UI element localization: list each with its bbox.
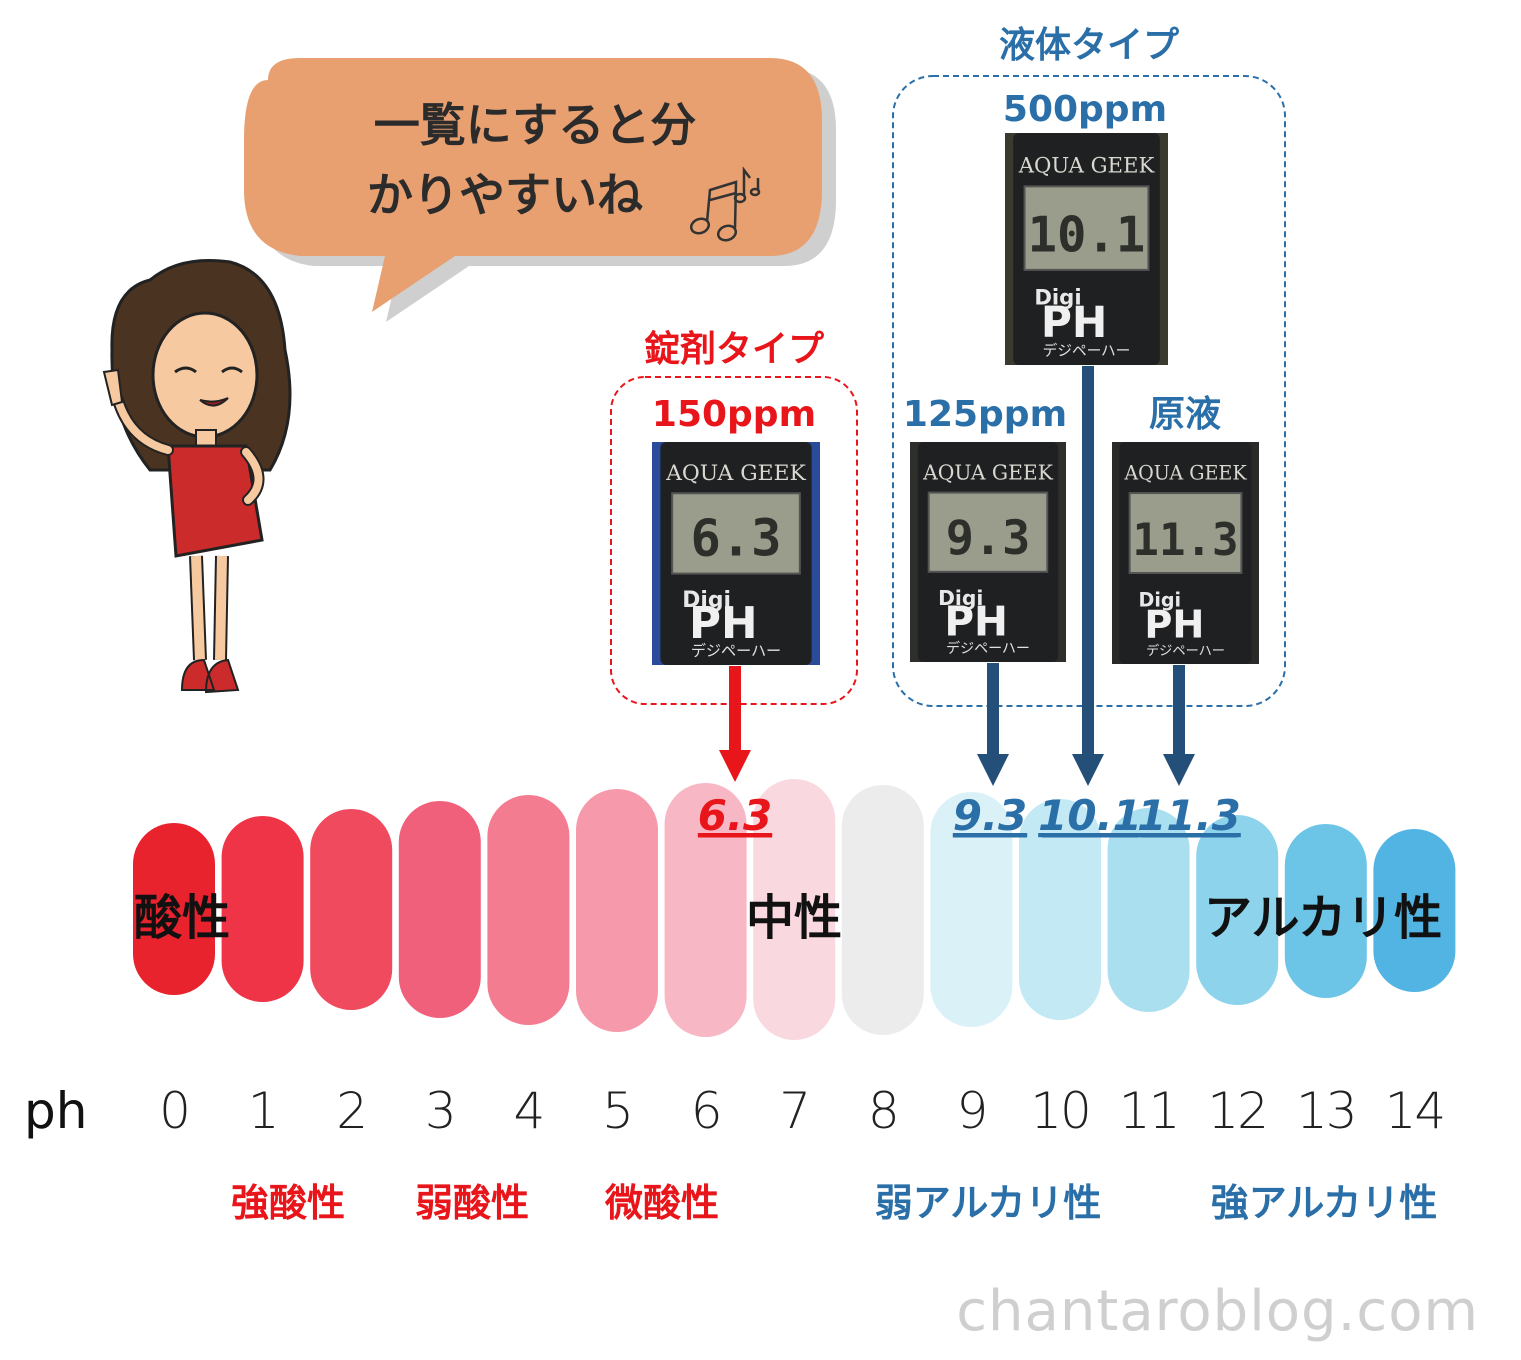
watermark-text: chantaroblog.com	[956, 1279, 1479, 1344]
arrow-10.1	[1072, 366, 1104, 786]
ph-pill-0	[133, 823, 215, 995]
ph-tick-3: 3	[424, 1082, 457, 1140]
ph-pill-4	[487, 795, 570, 1025]
ph-pill-11	[1107, 808, 1190, 1012]
svg-text:11.3: 11.3	[1132, 515, 1238, 566]
svg-text:PH: PH	[1041, 298, 1108, 347]
speech-bubble-line-1: 一覧にすると分	[373, 98, 697, 152]
ph-pill-9	[930, 792, 1013, 1027]
ph-tick-11: 11	[1118, 1082, 1181, 1140]
ph-tick-1: 1	[247, 1082, 280, 1140]
svg-text:AQUA GEEK: AQUA GEEK	[922, 460, 1054, 484]
svg-text:AQUA GEEK: AQUA GEEK	[665, 461, 806, 486]
measurement-6.3: 6.3	[698, 791, 772, 840]
svg-text:Digi: Digi	[682, 588, 731, 613]
svg-text:Digi: Digi	[1034, 285, 1081, 310]
ph-tick-9: 9	[956, 1082, 988, 1140]
ph-pill-14	[1373, 829, 1456, 992]
ph-pill-13	[1284, 824, 1367, 998]
liquid-group-heading: 液体タイプ	[998, 25, 1179, 66]
ph-pill-1	[221, 816, 304, 1002]
ph-tick-12: 12	[1207, 1082, 1269, 1140]
speech-bubble-text: 一覧にすると分 かりやすいね	[300, 90, 770, 230]
measurement-9.3: 9.3	[953, 791, 1027, 840]
ph-tick-10: 10	[1030, 1082, 1092, 1140]
ph-tick-13: 13	[1295, 1082, 1358, 1140]
cartoon-girl-illustration	[102, 258, 292, 694]
ph-pill-2	[310, 809, 393, 1010]
svg-text:AQUA GEEK: AQUA GEEK	[1018, 152, 1156, 177]
speech-bubble	[244, 58, 836, 322]
liquid-undiluted-label: 原液	[1148, 394, 1221, 435]
ph-tick-4: 4	[513, 1082, 545, 1140]
liquid-500ppm-label: 500ppm	[1002, 89, 1168, 130]
svg-text:デジペーハー: デジペーハー	[1146, 642, 1225, 659]
arrow-9.3	[977, 663, 1009, 786]
ph-pill-10	[1019, 799, 1101, 1020]
ph-axis-label: ph	[24, 1082, 88, 1140]
ph-tick-7: 7	[779, 1082, 811, 1140]
svg-text:デジペーハー: デジペーハー	[946, 640, 1030, 657]
acid-zone-label: 酸性	[134, 890, 231, 946]
category-label-3: 弱アルカリ性	[874, 1181, 1102, 1225]
svg-text:デジペーハー: デジペーハー	[691, 642, 781, 660]
svg-text:6.3: 6.3	[690, 509, 781, 568]
music-notes-icon	[689, 166, 761, 242]
svg-text:AQUA GEEK: AQUA GEEK	[1123, 462, 1247, 485]
svg-text:デジペーハー: デジペーハー	[1043, 342, 1131, 360]
ph-tick-5: 5	[602, 1082, 634, 1140]
tablet-concentration-label: 150ppm	[651, 394, 817, 435]
category-label-1: 弱酸性	[414, 1181, 529, 1225]
ph-pill-12	[1196, 815, 1279, 1005]
svg-text:PH: PH	[689, 598, 758, 649]
ph-pill-7	[753, 779, 836, 1040]
arrow-6.3	[719, 666, 751, 782]
speech-bubble-line-2: かりやすいね	[367, 168, 643, 222]
svg-text:Digi: Digi	[1138, 588, 1181, 611]
ph-tick-8: 8	[867, 1082, 900, 1140]
alkaline-zone-label: アルカリ性	[1204, 890, 1443, 946]
ph-tick-0: 0	[159, 1082, 191, 1140]
neutral-zone-label: 中性	[746, 890, 843, 946]
ph-pill-8	[841, 785, 924, 1035]
tablet-group-heading: 錠剤タイプ	[643, 329, 824, 370]
category-label-2: 微酸性	[604, 1181, 719, 1225]
category-label-0: 強酸性	[230, 1181, 345, 1225]
ph-pill-3	[398, 801, 481, 1018]
svg-text:10.1: 10.1	[1028, 206, 1146, 263]
ph-tick-2: 2	[336, 1082, 368, 1140]
svg-text:Digi: Digi	[938, 586, 983, 610]
ph-scale-pills	[133, 779, 1456, 1040]
liquid-125ppm-label: 125ppm	[902, 394, 1068, 435]
svg-text:PH: PH	[1144, 603, 1204, 647]
ph-tick-6: 6	[690, 1082, 723, 1140]
svg-text:PH: PH	[944, 598, 1008, 646]
ph-pill-5	[576, 789, 658, 1032]
svg-text:9.3: 9.3	[946, 512, 1031, 566]
ph-pill-6	[664, 783, 747, 1037]
arrow-11.3	[1163, 665, 1195, 786]
measurement-10.1: 10.1	[1038, 791, 1142, 840]
ph-tick-14: 14	[1384, 1082, 1447, 1140]
measurement-11.3: 11.3	[1137, 791, 1241, 840]
category-label-4: 強アルカリ性	[1210, 1181, 1438, 1225]
